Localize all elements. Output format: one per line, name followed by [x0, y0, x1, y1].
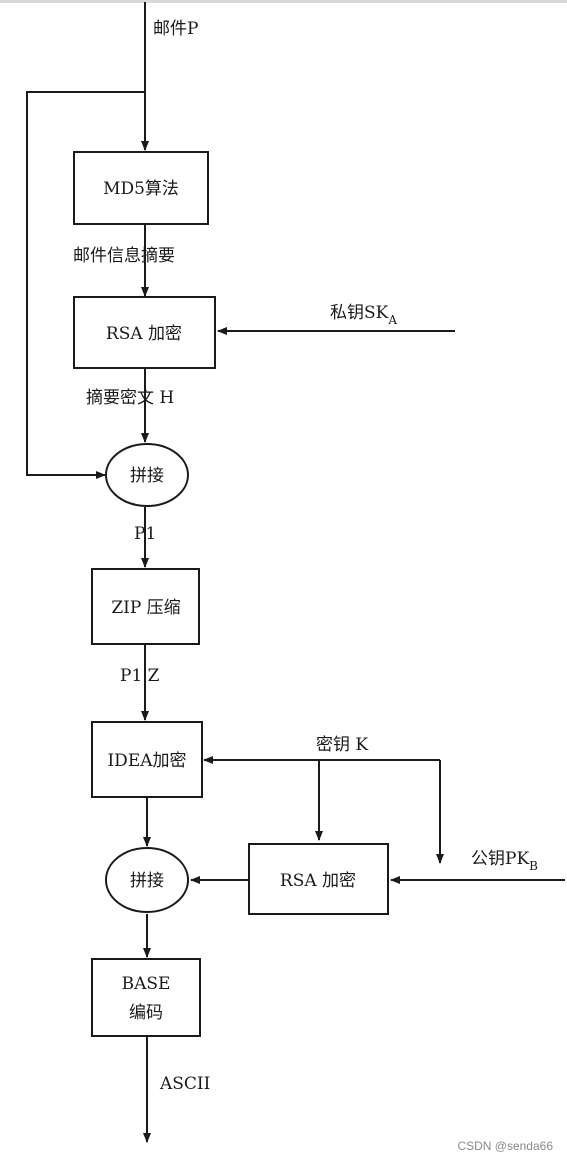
- concat-1-label: 拼接: [130, 466, 164, 486]
- idea-box: [91, 721, 203, 798]
- cipher-digest-label: 摘要密文 H: [86, 388, 174, 408]
- public-key-label: 公钥PKB: [471, 849, 538, 873]
- input-label: 邮件P: [153, 19, 198, 39]
- digest-label: 邮件信息摘要: [73, 246, 175, 266]
- public-key-sub: B: [529, 859, 538, 873]
- concat-ellipse-1: [105, 443, 189, 507]
- concat-ellipse-2: [105, 847, 189, 913]
- base-box: [91, 958, 201, 1037]
- public-key-main: 公钥PK: [471, 849, 529, 869]
- private-key-main: 私钥SK: [330, 303, 389, 323]
- private-key-label: 私钥SKA: [330, 303, 397, 327]
- idea-box-label: IDEA加密: [107, 751, 186, 771]
- session-key-label: 密钥 K: [316, 735, 368, 755]
- output-label: ASCII: [159, 1074, 210, 1094]
- bypass-to-concat-arrow: [26, 91, 145, 479]
- watermark: CSDN @senda66: [457, 1139, 553, 1153]
- rsa-box-1: [73, 296, 216, 369]
- rsa-box-1-label: RSA 加密: [106, 324, 182, 344]
- p1z-label: P1.Z: [120, 666, 160, 686]
- base-box-line1: BASE: [122, 974, 171, 994]
- rsa-box-2-label: RSA 加密: [280, 871, 356, 891]
- zip-box: [91, 568, 200, 645]
- base-box-line2: 编码: [129, 1003, 163, 1023]
- md5-box-label: MD5算法: [103, 179, 179, 199]
- concat-2-label: 拼接: [130, 871, 164, 891]
- md5-box: [73, 151, 209, 225]
- rsa-box-2: [248, 843, 389, 915]
- top-border: [0, 0, 567, 3]
- connectors: [26, 2, 565, 1143]
- private-key-sub: A: [387, 313, 397, 327]
- p1-label: P1: [134, 524, 156, 544]
- zip-box-label: ZIP 压缩: [111, 598, 180, 618]
